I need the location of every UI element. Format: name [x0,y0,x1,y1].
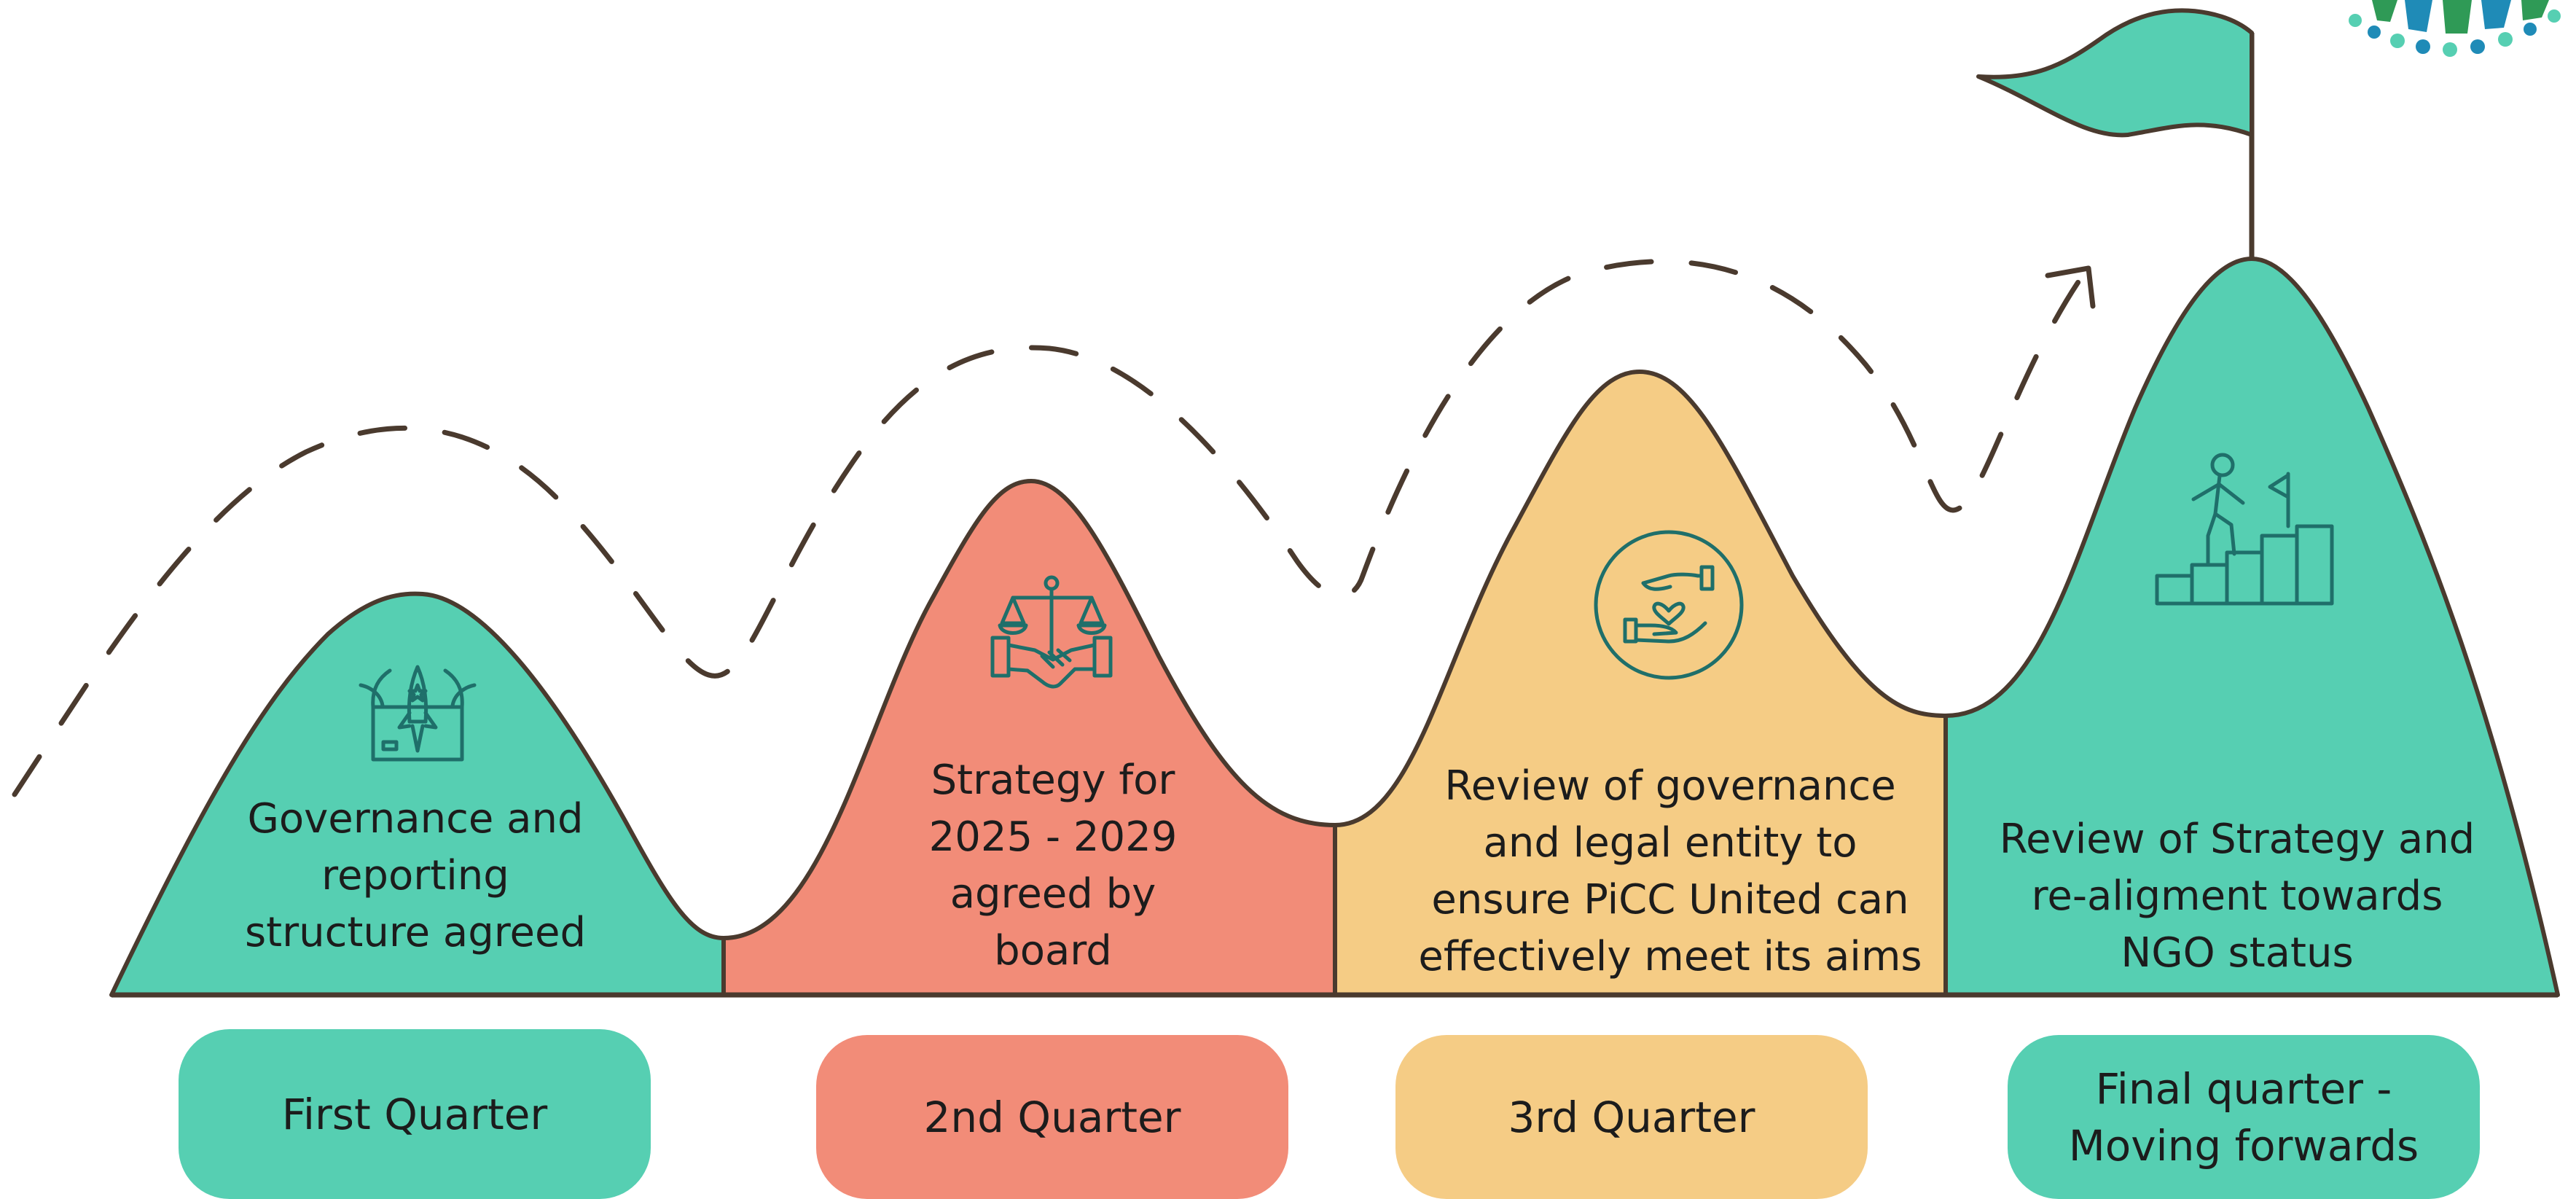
arrow-head [2045,265,2096,309]
rocket-box-icon [359,665,477,762]
hill-first-quarter [109,591,726,997]
logo-hands-icon [2349,0,2561,57]
stage-1-description: Governance and reporting structure agree… [244,795,587,956]
quarter-3-label: 3rd Quarter [1395,1035,1868,1199]
hill-second-quarter [721,479,1337,997]
flag-icon [1976,8,2255,259]
stage-3-description: Review of governance and legal entity to… [1418,762,1922,980]
stage-2-description: Strategy for 2025 - 2029 agreed by board [928,757,1178,975]
hill-third-quarter [1333,370,1948,997]
stage-4-description: Review of Strategy and re-aligment towar… [1999,816,2475,977]
hands-heart-icon [1594,530,1744,680]
person-climbing-steps-icon [2155,453,2334,606]
quarter-4-label: Final quarter - Moving forwards [2008,1035,2480,1199]
hill-final-quarter [1943,257,2560,997]
dashed-arrow-path [12,259,2087,797]
scales-handshake-icon [990,575,1113,689]
quarter-1-label: First Quarter [179,1029,651,1199]
quarter-2-label: 2nd Quarter [816,1035,1288,1199]
